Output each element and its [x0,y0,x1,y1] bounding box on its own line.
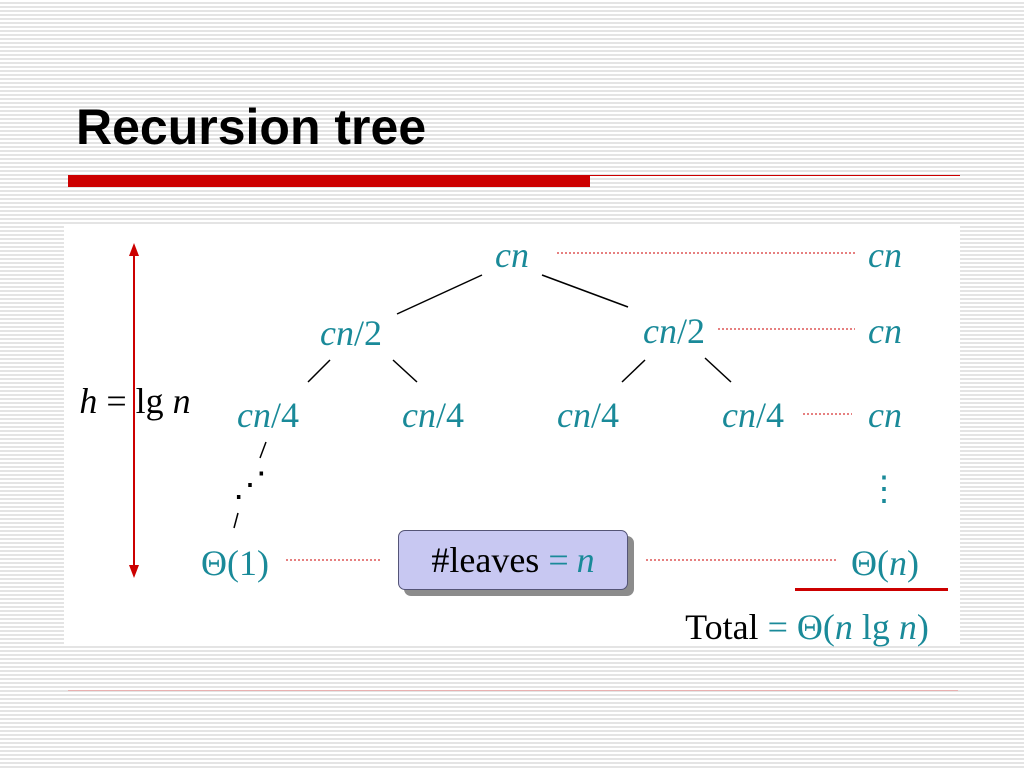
leaf-cost-prefix: Θ( [851,543,889,583]
level-cost-row2: cn [868,395,902,435]
tree-node-level2-3: cn/4 [557,397,619,433]
node-cn: cn [722,395,756,435]
node-rest: /4 [270,395,299,435]
leaves-n: n [576,540,595,580]
node-rest: /4 [590,395,619,435]
total-theta: Θ( [796,607,835,647]
node-rest: /4 [435,395,464,435]
total-eq: = [758,607,797,647]
tree-node-level2-2: cn/4 [402,397,464,433]
leaves-eq: = [548,540,569,580]
node-cn: cn [643,311,677,351]
title-underline-thin [590,175,960,176]
leaf-cost-n: n [889,543,907,583]
node-rest: /4 [755,395,784,435]
leaf-cost-suffix: ) [907,543,919,583]
leaves-prefix: #leaves [431,540,549,580]
node-cn: cn [557,395,591,435]
height-h: h [79,381,98,421]
edge-l1b-right [704,357,732,383]
tree-node-level1-right: cn/2 [643,313,705,349]
total-lg: lg [852,607,899,647]
tree-leaf: Θ(1) [201,543,269,583]
edge-leaf-up [233,512,239,529]
height-eq: = lg [97,381,173,421]
tree-node-level1-left: cn/2 [320,315,382,351]
tree-node-root: cn [495,237,529,273]
total-underline [795,588,948,591]
slide-title: Recursion tree [76,99,427,155]
edge-l1a-right [392,359,418,383]
bottom-divider [68,690,958,691]
title-underline-thick [68,175,590,187]
level-cost-row1: cn [868,311,902,351]
total-n2: n [898,607,917,647]
tree-ellipsis-diagonal: ⋰ [233,467,267,504]
node-rest: /2 [676,311,705,351]
height-n: n [172,381,191,421]
level-cost-vdots: ⋮ [867,471,901,508]
level-cost-leaf: Θ(n) [851,545,919,581]
height-label: h = lg n [79,383,190,419]
node-cn: cn [237,395,271,435]
edge-l1b-left [621,359,646,383]
root-c: c [495,235,511,275]
node-rest: /2 [353,313,382,353]
edge-root-left [396,274,483,315]
total-label: Total [685,607,759,647]
tree-node-level2-4: cn/4 [722,397,784,433]
leaves-box: #leaves =n [398,530,628,590]
edge-l2-down [259,441,267,459]
edge-l1a-left [307,359,331,383]
edge-root-right [541,274,629,308]
root-n: n [510,235,529,275]
total-n1: n [834,607,853,647]
total-expression: Total = Θ(n lg n) [685,609,929,645]
height-arrow-top-head [129,243,139,256]
total-close: ) [916,607,929,647]
height-arrow-bottom-head [129,565,139,578]
level-cost-row0: cn [868,235,902,275]
node-cn: cn [320,313,354,353]
tree-node-level2-1: cn/4 [237,397,299,433]
node-cn: cn [402,395,436,435]
